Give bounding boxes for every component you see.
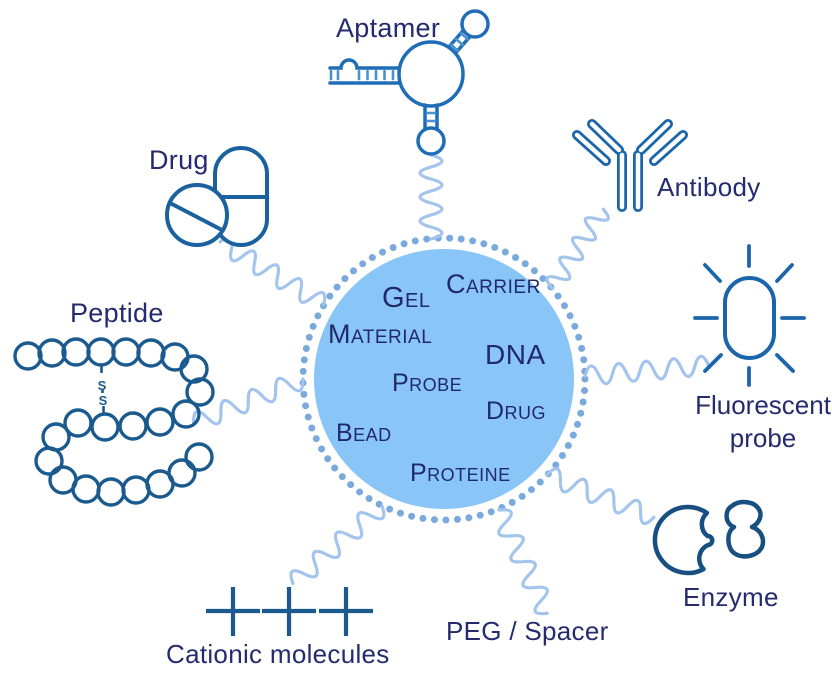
drug-linker	[218, 235, 327, 306]
drug-icon	[165, 146, 269, 247]
center-word-material: Material	[328, 319, 433, 349]
particle-core	[314, 249, 574, 509]
aptamer-lower-loop	[416, 126, 446, 156]
aptamer-label: Aptamer	[336, 13, 441, 43]
disulfide-bridge-line	[100, 365, 105, 414]
enzyme-icon	[652, 499, 766, 576]
center-word-drug: Drug	[486, 397, 547, 425]
center-word-gel: Gel	[382, 282, 431, 314]
tablet-score-line	[168, 201, 224, 232]
antibody-linker	[545, 207, 610, 290]
peg-linker	[497, 508, 549, 616]
center-particle	[299, 234, 589, 524]
cationic-molecules-label: Cationic molecules	[166, 639, 390, 669]
aptamer-base-pairs	[329, 31, 469, 123]
fluorescent-probe-label: Fluorescent probe	[694, 389, 832, 455]
center-word-dna: DNA	[485, 339, 546, 370]
antibody-icon	[572, 119, 688, 212]
probe-rays	[693, 244, 806, 387]
plus-2	[262, 587, 316, 636]
aptamer-linker	[418, 153, 444, 241]
peptide-linker	[191, 376, 305, 426]
antibody-label: Antibody	[657, 172, 761, 202]
aptamer-upper-loop	[460, 9, 490, 39]
disulfide-s-top: S	[98, 378, 107, 393]
probe-capsule	[723, 276, 776, 360]
fluorescent-probe-label-line1: Fluorescent	[695, 390, 831, 420]
aptamer-lower-stem	[423, 103, 439, 131]
fluorescent-probe-label-line2: probe	[729, 423, 797, 453]
aptamer-left-stem-top	[328, 58, 401, 70]
cationic-linker	[289, 504, 386, 586]
enzyme-label: Enzyme	[683, 582, 779, 612]
center-word-proteine: Proteine	[410, 459, 511, 487]
fluorescent-linker	[583, 354, 711, 386]
enzyme-linker	[545, 467, 656, 526]
peptide-icon: S S	[13, 337, 215, 507]
cationic-molecules-icon	[206, 587, 373, 636]
peptide-label: Peptide	[70, 298, 164, 328]
disulfide-s-bottom: S	[99, 393, 108, 408]
enzyme-body	[652, 504, 715, 576]
aptamer-icon	[328, 9, 490, 156]
peptide-beads	[13, 337, 215, 507]
plus-1	[206, 587, 260, 636]
center-word-carrier: Carrier	[446, 269, 541, 299]
fluorescent-probe-icon	[693, 244, 806, 387]
center-word-probe: Probe	[392, 369, 463, 397]
center-word-bead: Bead	[336, 419, 392, 447]
enzyme-substrate	[724, 499, 766, 559]
linkers	[191, 153, 711, 616]
peg-spacer-label: PEG / Spacer	[446, 616, 609, 646]
plus-3	[319, 587, 373, 636]
aptamer-main-loop	[397, 40, 465, 108]
drug-label: Drug	[149, 145, 209, 175]
particle-dotted-ring	[299, 234, 589, 524]
